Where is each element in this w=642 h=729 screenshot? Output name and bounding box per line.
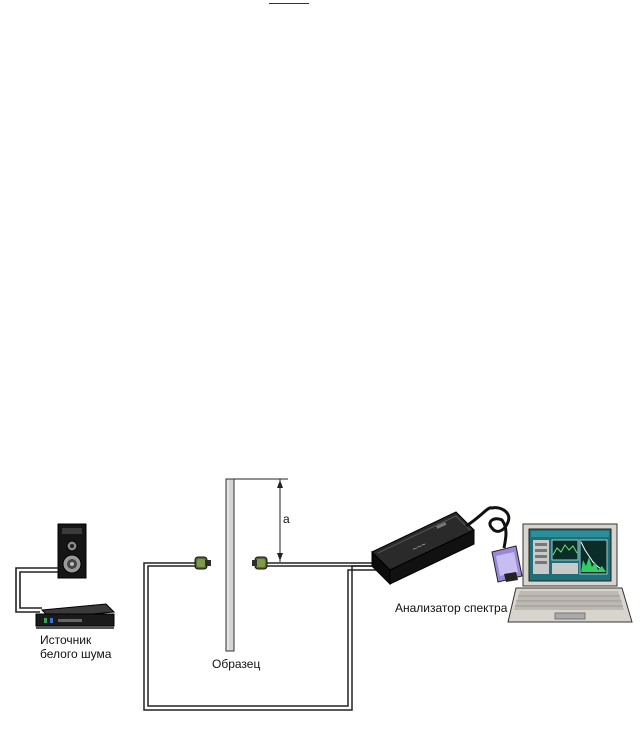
noise-source-label-line2: белого шума	[40, 647, 112, 661]
distance-label: a	[283, 512, 290, 526]
top-rule-line	[269, 3, 309, 4]
pc-card-cable	[465, 506, 511, 549]
loudspeaker	[57, 523, 87, 579]
speaker-wire	[15, 567, 58, 613]
noise-source-label-line1: Источник	[40, 633, 92, 647]
distance-dimension	[234, 478, 288, 562]
sample-plate	[225, 478, 235, 652]
laptop-computer	[507, 523, 633, 623]
sample-label: Образец	[212, 657, 261, 671]
signal-cable-loop	[143, 562, 378, 711]
spectrum-analyzer: ~~~	[371, 511, 475, 586]
pc-card-interface	[491, 545, 523, 583]
white-noise-generator	[35, 603, 116, 629]
emitting-microphone	[194, 556, 211, 570]
receiving-microphone	[252, 556, 268, 570]
analyzer-label: Анализатор спектра	[395, 601, 508, 615]
